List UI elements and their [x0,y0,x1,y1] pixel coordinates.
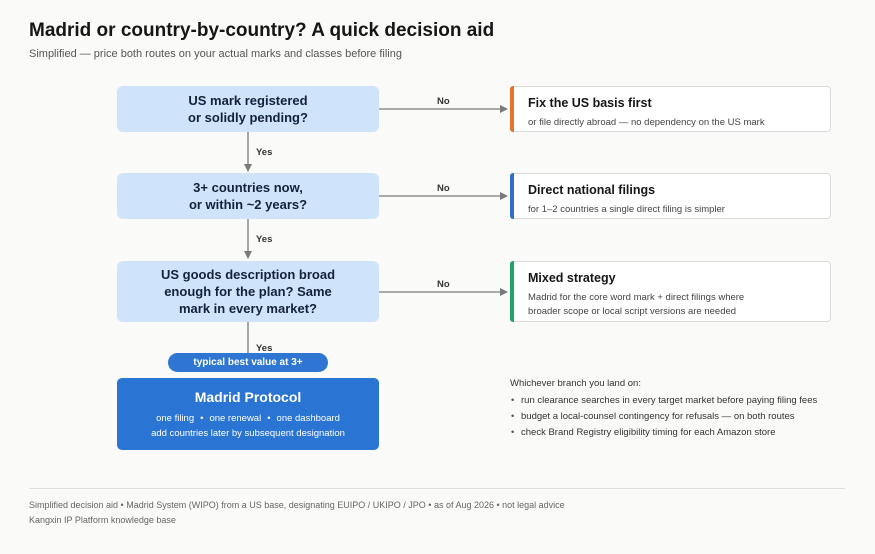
best-value-pill: typical best value at 3+ [168,353,328,372]
label-yes-2: Yes [256,234,273,245]
feature-item: one renewal [209,413,262,424]
outcome-title: Mixed strategy [528,271,616,285]
outcome-title: Direct national filings [528,183,656,197]
final-note: add countries later by subsequent design… [151,428,345,439]
outcome-fix-us-basis: Fix the US basis first or file directly … [510,86,831,132]
outcome-accent-bar [510,173,514,219]
page-subtitle: Simplified — price both routes on your a… [29,48,402,60]
outcome-description: Madrid for the core word mark + direct f… [528,292,745,317]
outcome-mixed-strategy: Mixed strategy Madrid for the core word … [510,261,831,322]
outcome-description: for 1–2 countries a single direct filing… [528,204,725,215]
feature-item: one dashboard [276,413,340,424]
footer-divider [29,488,845,489]
notes-item: check Brand Registry eligibility timing … [510,427,817,438]
label-no-1: No [437,96,450,107]
notes-item: budget a local-counsel contingency for r… [510,411,817,422]
label-no-2: No [437,183,450,194]
footer-publisher: Kangxin IP Platform knowledge base [29,515,176,525]
feature-item: one filing [156,413,195,424]
label-yes-3: Yes [256,343,273,354]
label-yes-1: Yes [256,147,273,158]
outcome-description: or file directly abroad — no dependency … [528,117,765,128]
footer-source: Simplified decision aid • Madrid System … [29,500,565,510]
notes-panel: Whichever branch you land on: run cleara… [510,378,817,443]
outcome-direct-national: Direct national filings for 1–2 countrie… [510,173,831,219]
madrid-protocol-box: Madrid Protocol one filing•one renewal•o… [117,378,379,450]
final-title: Madrid Protocol [194,389,302,405]
question-goods-description: US goods description broad enough for th… [117,261,379,322]
label-no-3: No [437,279,450,290]
separator-dot: • [267,413,271,424]
notes-heading: Whichever branch you land on: [510,378,641,389]
outcome-accent-bar [510,86,514,132]
outcome-accent-bar [510,261,514,322]
question-countries: 3+ countries now, or within ~2 years? [117,173,379,219]
notes-item: run clearance searches in every target m… [510,395,817,406]
outcome-title: Fix the US basis first [528,96,652,110]
page-title: Madrid or country-by-country? A quick de… [29,20,495,41]
separator-dot: • [200,413,204,424]
final-features: one filing • one renewal • one dashboard [117,413,379,424]
question-us-mark: US mark registered or solidly pending? [117,86,379,132]
